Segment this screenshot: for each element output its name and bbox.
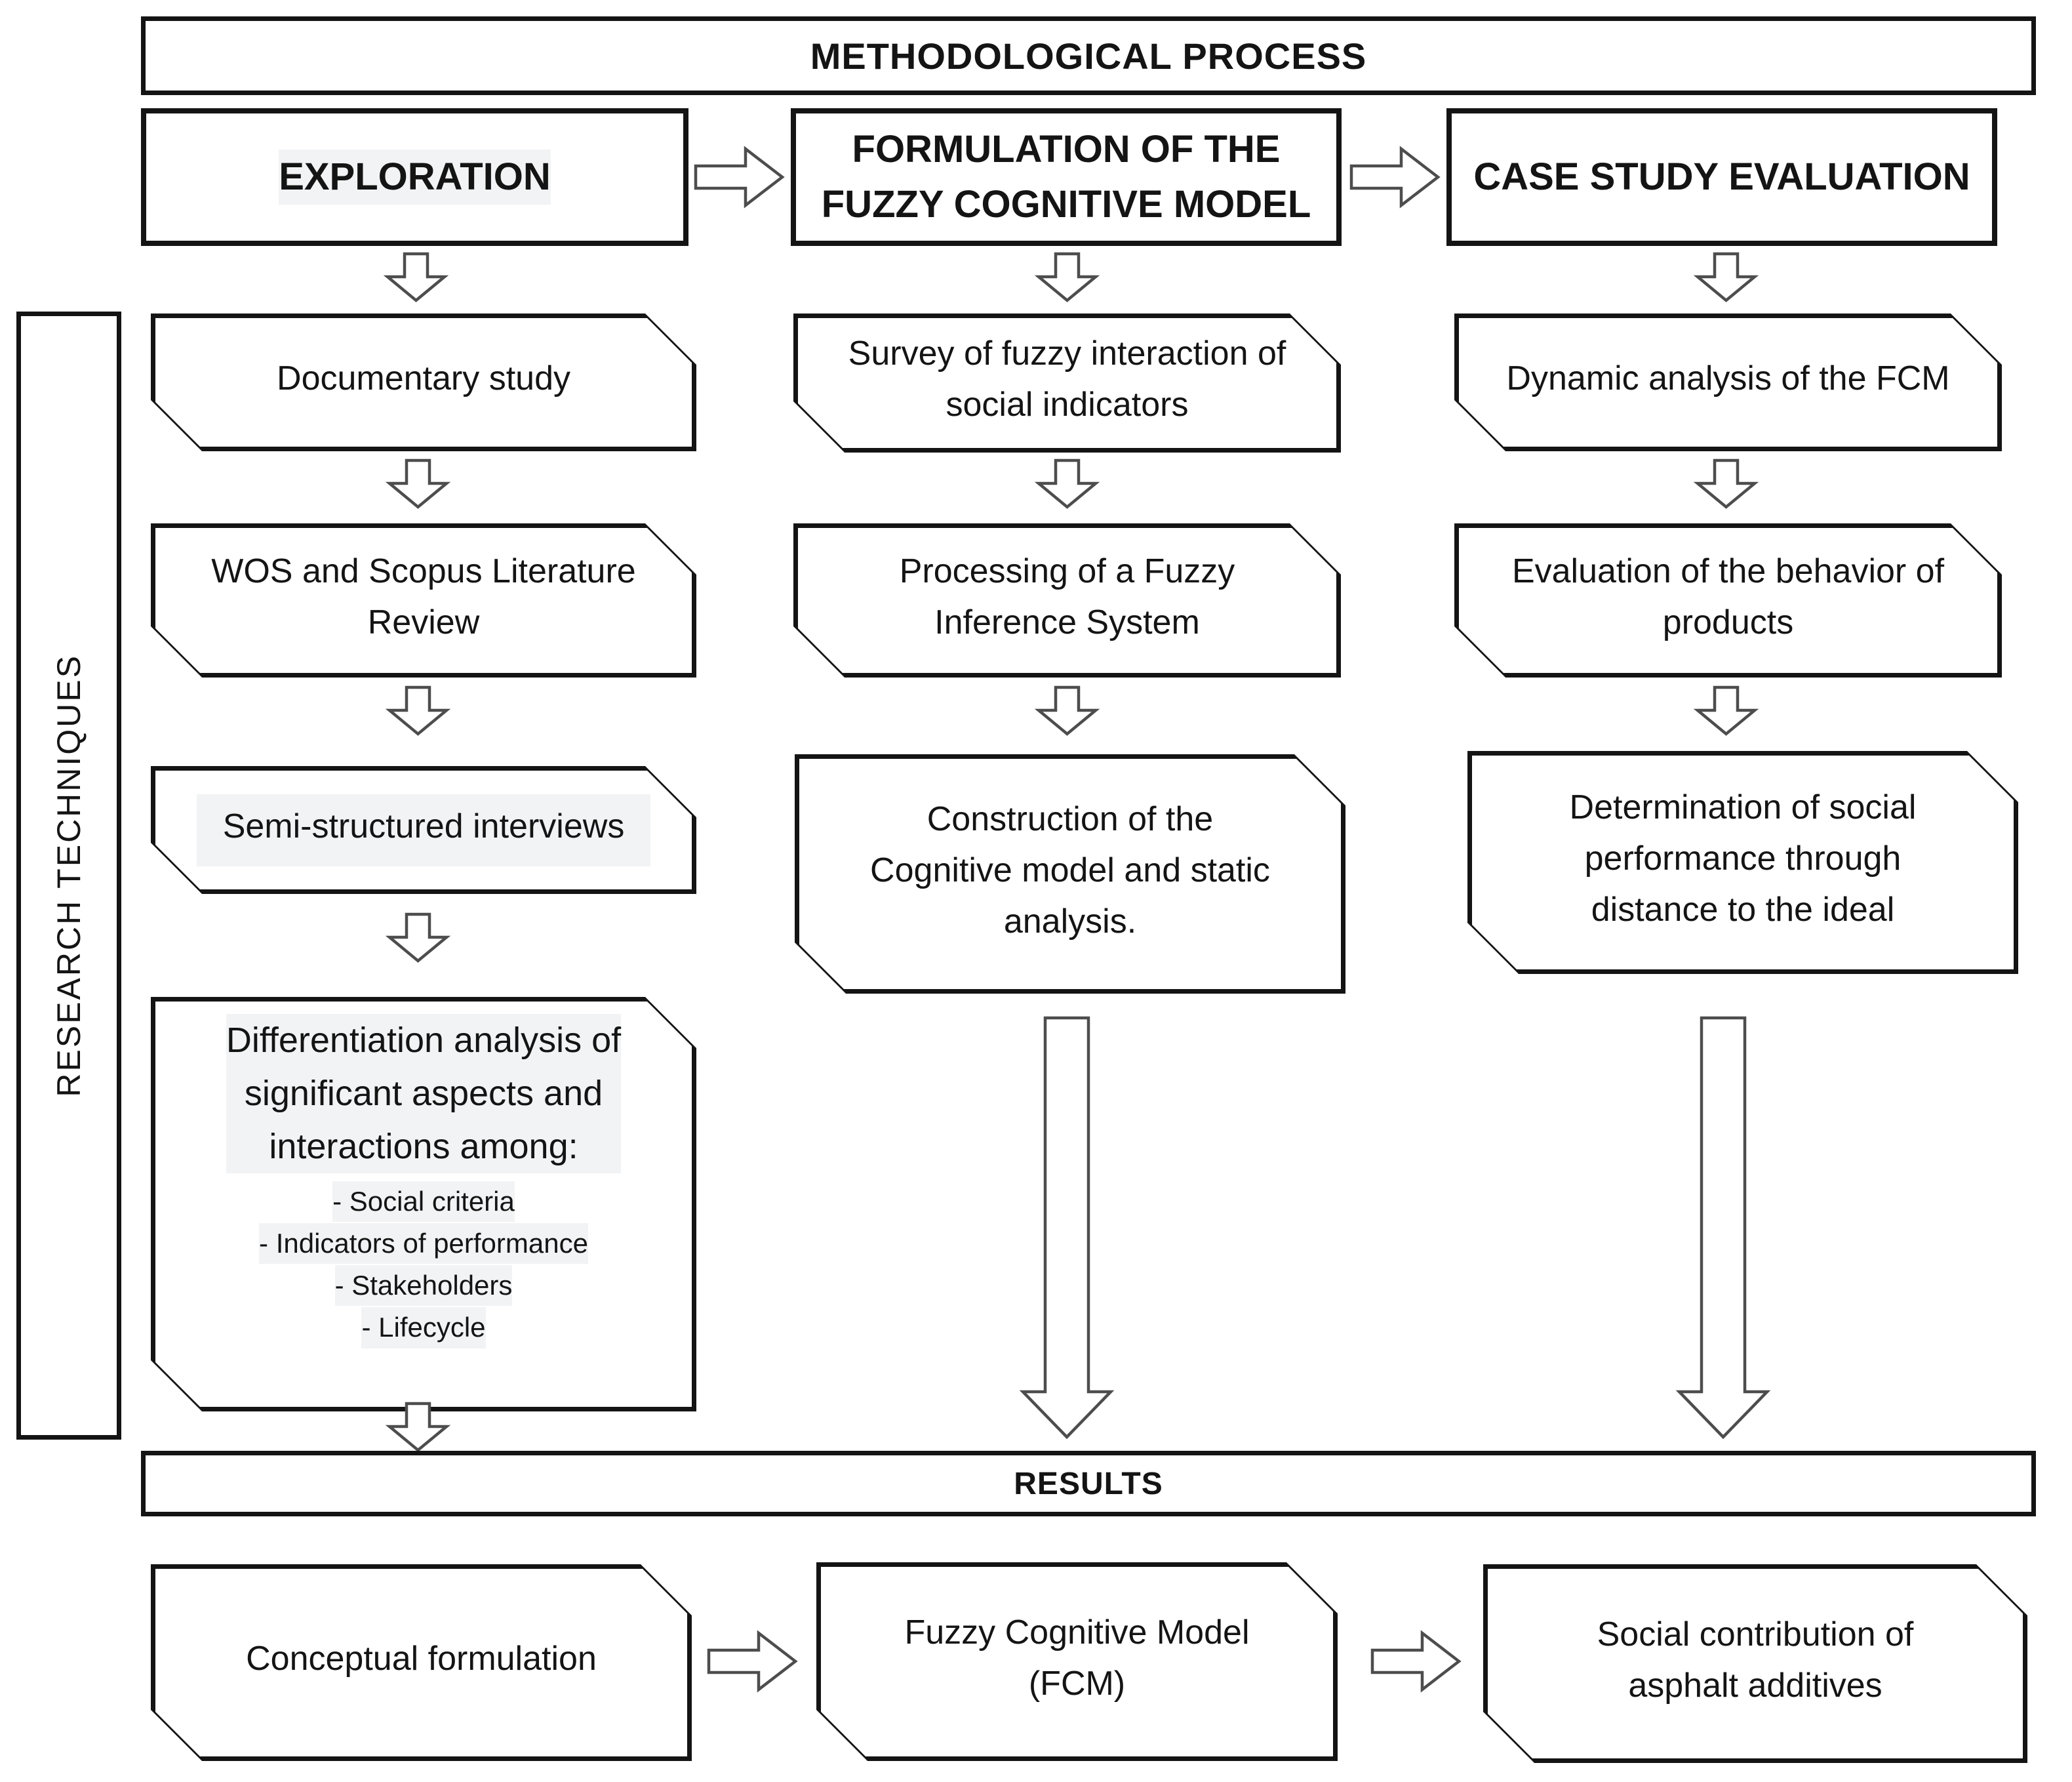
down-arrow-icon [1693,685,1759,736]
down-arrow-icon [1693,458,1759,509]
box-documentary-study: Documentary study [151,314,696,451]
long-down-arrow-icon [1675,1016,1771,1440]
research-techniques-sidebar: RESEARCH TECHNIQUES [16,312,121,1440]
down-arrow-icon [1034,252,1100,302]
down-arrow-icon [385,912,451,963]
box-construction-cognitive-model: Construction of the Cognitive model and … [795,754,1345,994]
down-arrow-icon [1693,252,1759,302]
differentiation-item-stakeholders: - Stakeholders [334,1265,513,1306]
title-banner: METHODOLOGICAL PROCESS [141,16,2036,95]
box-fuzzy-cognitive-model: Fuzzy Cognitive Model (FCM) [816,1562,1338,1761]
box-construction-cognitive-model-label: Construction of the Cognitive model and … [870,800,1270,941]
box-wos-scopus-review: WOS and Scopus Literature Review [151,523,696,678]
right-arrow-icon [1349,146,1441,209]
down-arrow-icon [1034,685,1100,736]
box-conceptual-formulation-label: Conceptual formulation [246,1640,597,1678]
header-exploration: EXPLORATION [141,108,688,246]
right-arrow-icon [1370,1630,1462,1693]
box-survey-fuzzy-interaction-label: Survey of fuzzy interaction of social in… [848,334,1286,424]
title-banner-label: METHODOLOGICAL PROCESS [810,35,1367,77]
results-banner-label: RESULTS [1014,1466,1163,1501]
long-down-arrow-icon [1019,1016,1115,1440]
down-arrow-icon [385,1402,451,1452]
results-banner: RESULTS [141,1451,2036,1516]
box-documentary-study-label: Documentary study [277,359,570,397]
down-arrow-icon [1034,458,1100,509]
box-evaluation-behavior-products: Evaluation of the behavior of products [1454,523,2002,678]
box-semi-structured-interviews-label: Semi-structured interviews [196,794,651,866]
differentiation-title: Differentiation analysis of significant … [226,1014,622,1173]
research-techniques-label: RESEARCH TECHNIQUES [50,654,87,1097]
box-processing-fuzzy-inference: Processing of a Fuzzy Inference System [793,523,1341,678]
down-arrow-icon [383,252,449,302]
header-exploration-label: EXPLORATION [279,149,551,205]
box-conceptual-formulation: Conceptual formulation [151,1564,692,1761]
down-arrow-icon [385,458,451,509]
box-evaluation-behavior-products-label: Evaluation of the behavior of products [1511,552,1945,641]
right-arrow-icon [707,1630,798,1693]
box-processing-fuzzy-inference-label: Processing of a Fuzzy Inference System [899,552,1235,641]
header-case-study-evaluation-label: CASE STUDY EVALUATION [1473,155,1970,198]
box-determination-social-performance-label: Determination of social performance thro… [1569,788,1917,929]
right-arrow-icon [694,146,785,209]
header-formulation: FORMULATION OF THE FUZZY COGNITIVE MODEL [791,108,1342,246]
box-dynamic-analysis-fcm: Dynamic analysis of the FCM [1454,314,2002,451]
differentiation-item-indicators: - Indicators of performance [259,1223,588,1265]
box-wos-scopus-review-label: WOS and Scopus Literature Review [211,552,636,641]
box-survey-fuzzy-interaction: Survey of fuzzy interaction of social in… [793,314,1341,453]
header-case-study-evaluation: CASE STUDY EVALUATION [1446,108,1997,246]
differentiation-item-social-criteria: - Social criteria [332,1181,515,1223]
down-arrow-icon [385,685,451,736]
box-determination-social-performance: Determination of social performance thro… [1467,751,2018,974]
differentiation-item-lifecycle: - Lifecycle [361,1307,486,1348]
box-semi-structured-interviews: Semi-structured interviews [151,766,696,894]
box-social-contribution: Social contribution of asphalt additives [1483,1564,2027,1763]
box-social-contribution-label: Social contribution of asphalt additives [1597,1615,1914,1705]
header-formulation-label: FORMULATION OF THE FUZZY COGNITIVE MODEL [821,127,1311,226]
box-fuzzy-cognitive-model-label: Fuzzy Cognitive Model (FCM) [904,1613,1250,1703]
box-dynamic-analysis-fcm-label: Dynamic analysis of the FCM [1506,359,1950,397]
box-differentiation-analysis: Differentiation analysis of significant … [151,997,696,1411]
